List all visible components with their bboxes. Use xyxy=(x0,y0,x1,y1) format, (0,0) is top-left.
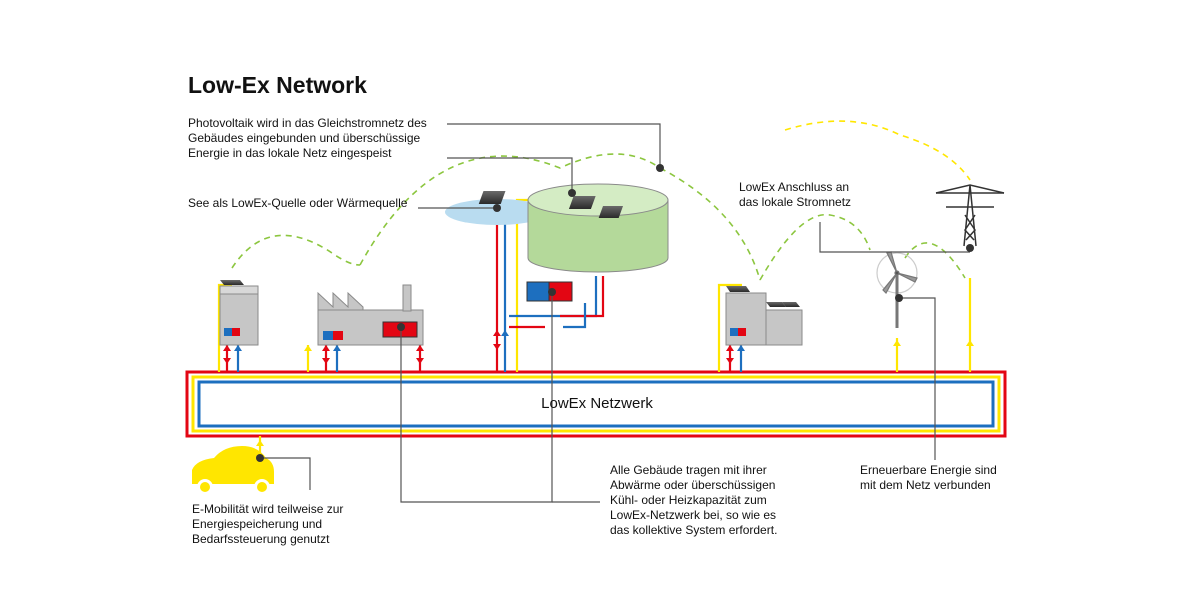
leader-lines xyxy=(260,123,970,503)
energy-exchange-arcs xyxy=(231,153,966,281)
building-residential xyxy=(219,280,259,346)
grid-power-arc xyxy=(784,120,971,181)
annotation-grid-connection: LowEx Anschluss an das lokale Stromnetz xyxy=(739,180,852,209)
network-loops xyxy=(185,370,1007,438)
annotation-buildings: Alle Gebäude tragen mit ihrer Abwärme od… xyxy=(610,463,778,537)
network-label: LowEx Netzwerk xyxy=(541,395,653,412)
power-pylon xyxy=(935,184,1005,247)
electric-car xyxy=(192,446,274,495)
annotation-photovoltaik: Photovoltaik wird in das Gleichstromnetz… xyxy=(188,116,427,160)
building-factory xyxy=(317,284,424,346)
annotation-emobility: E-Mobilität wird teilweise zur Energiesp… xyxy=(192,502,344,546)
building-mixed-use xyxy=(725,286,803,346)
annotation-lake: See als LowEx-Quelle oder Wärmequelle xyxy=(188,196,408,210)
leader-dots xyxy=(256,164,974,462)
diagram-title: Low-Ex Network xyxy=(188,72,367,98)
wind-turbine xyxy=(876,251,918,328)
storage-tank xyxy=(478,183,669,273)
flow-arrows xyxy=(223,330,974,446)
annotation-renewables: Erneuerbare Energie sind mit dem Netz ve… xyxy=(860,463,997,492)
